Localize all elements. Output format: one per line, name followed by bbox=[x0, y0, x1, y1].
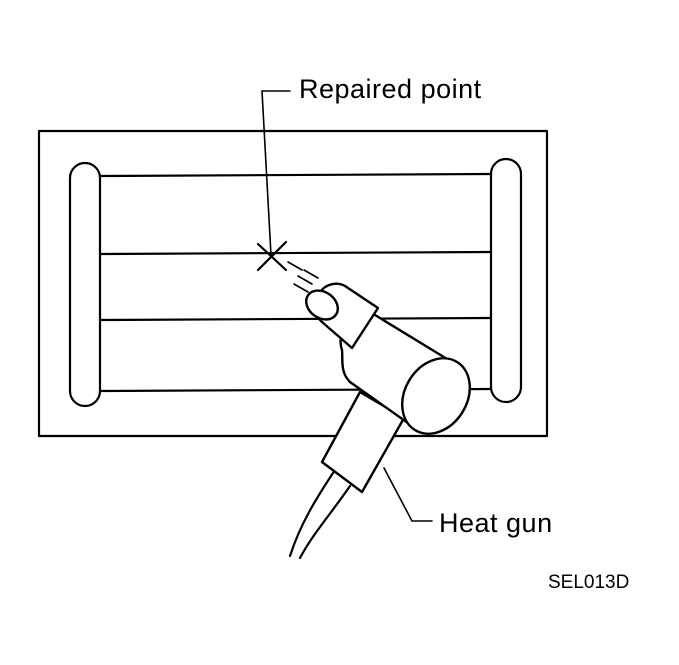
grid-line bbox=[98, 172, 493, 178]
heat-gun-rear-cap bbox=[401, 357, 471, 435]
repaired-point-label: Repaired point bbox=[299, 74, 482, 104]
heat-gun-cord bbox=[288, 468, 352, 560]
figure-code: SEL013D bbox=[548, 572, 629, 593]
hot-air-dashes bbox=[287, 261, 319, 293]
heat-gun-nozzle-tip bbox=[305, 289, 339, 321]
right-bus-bar bbox=[489, 157, 523, 404]
heat-gun-leader bbox=[383, 467, 433, 522]
repaired-point-marker bbox=[256, 240, 288, 272]
grid-line bbox=[98, 316, 493, 322]
heat-gun-label: Heat gun bbox=[439, 508, 553, 538]
rear-window-glass bbox=[37, 129, 549, 438]
repaired-point-leader bbox=[261, 90, 291, 256]
left-bus-bar bbox=[68, 161, 102, 408]
grid-line bbox=[98, 250, 493, 256]
